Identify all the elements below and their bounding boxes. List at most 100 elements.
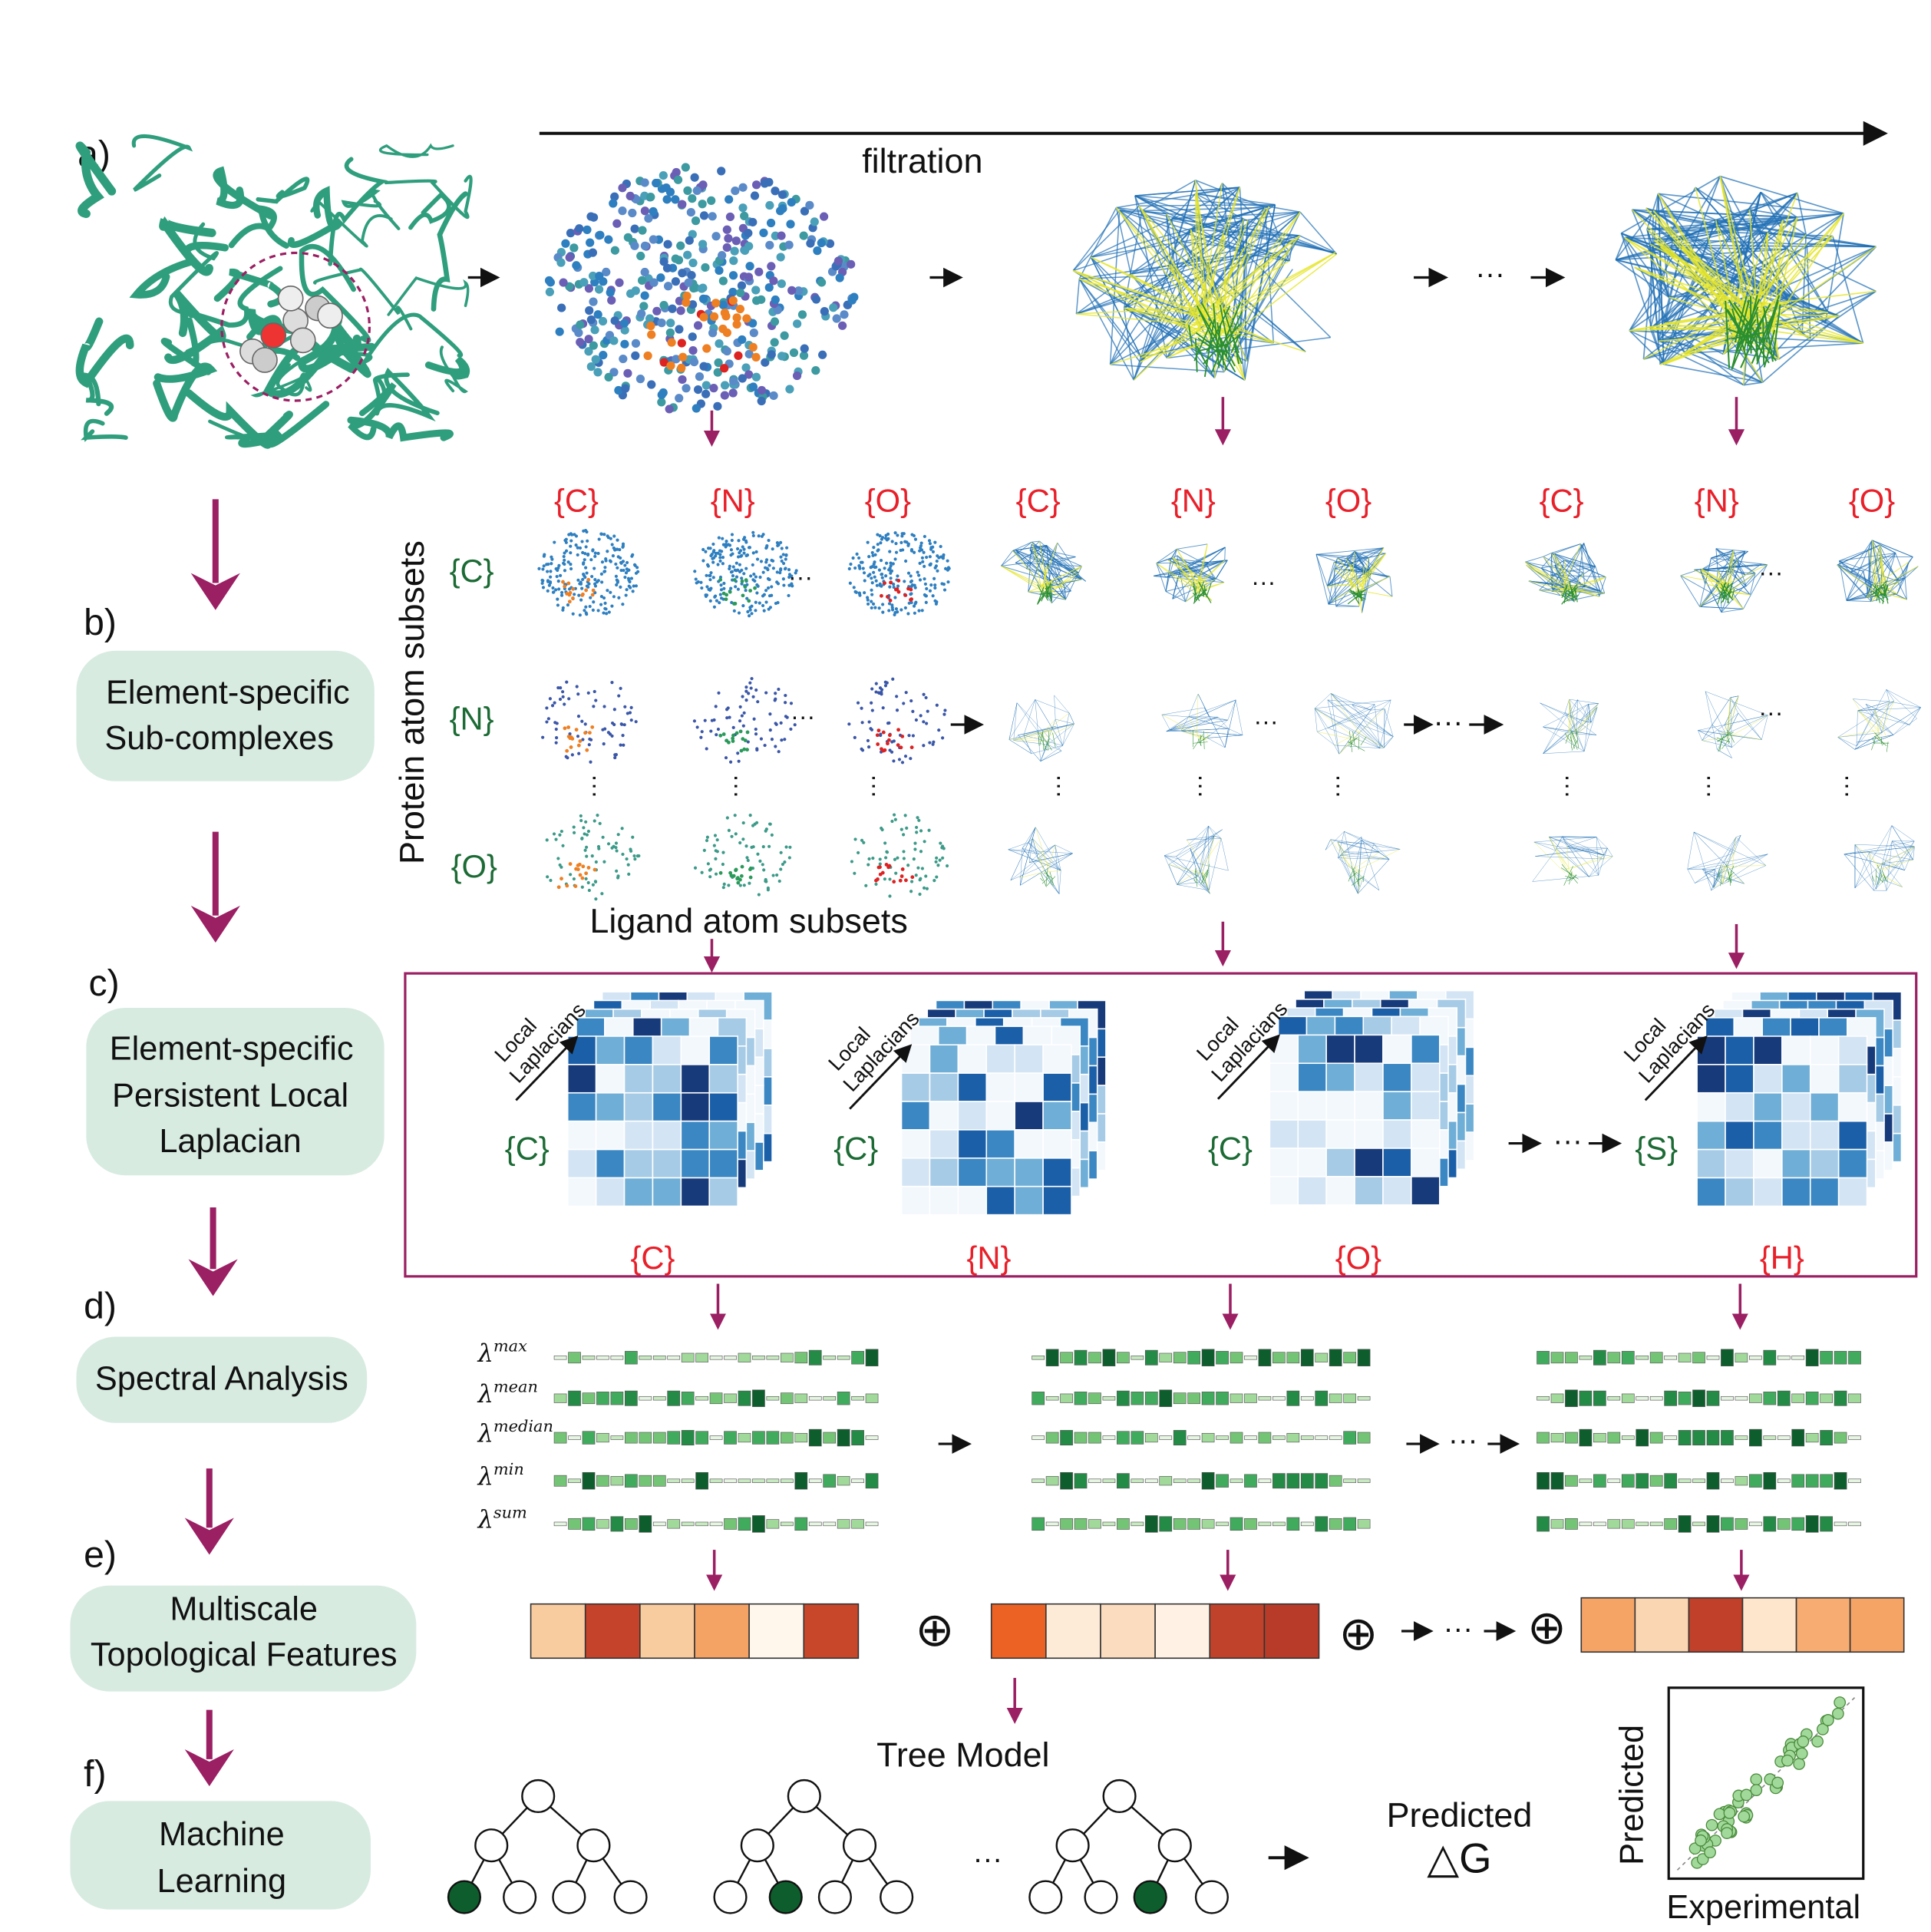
- ligand-edge: [1874, 732, 1884, 744]
- spectral-bar: [1258, 1395, 1272, 1401]
- network-edge: [1185, 570, 1197, 603]
- atom-point-cloud: [544, 163, 859, 414]
- spectral-bar: [780, 1478, 794, 1483]
- matrix-cell: [680, 1120, 711, 1151]
- spectral-bar: [1329, 1435, 1342, 1440]
- spectral-bar: [808, 1395, 822, 1401]
- network-edge: [1737, 559, 1740, 566]
- atom-point: [884, 533, 888, 537]
- ligand-point: [722, 328, 731, 338]
- matrix-cell: [1014, 1129, 1044, 1159]
- atom-point: [933, 583, 937, 587]
- atom-point: [699, 211, 709, 220]
- ligand-point: [742, 747, 747, 751]
- atom-point: [612, 708, 616, 712]
- matrix-cell: [1781, 1064, 1811, 1094]
- atom-point: [602, 533, 606, 537]
- atom-point: [540, 581, 544, 586]
- ligand-point: [568, 736, 573, 741]
- atom-point: [701, 547, 705, 552]
- ligand-point: [578, 739, 583, 743]
- network-edge: [1328, 704, 1375, 728]
- ligand-edge: [1755, 335, 1758, 362]
- spectral-bar: [808, 1428, 822, 1447]
- ligand-edge: [1035, 827, 1051, 875]
- ribbon-segment: [160, 317, 212, 375]
- network-edge: [1344, 831, 1358, 894]
- atom-point: [866, 596, 870, 599]
- atom-point: [881, 610, 885, 614]
- atom-point: [683, 186, 692, 195]
- ligand-edge: [1201, 302, 1236, 367]
- ligand-edge: [1360, 590, 1362, 602]
- atom-point: [767, 350, 776, 359]
- atom-point: [871, 602, 876, 606]
- ligand-point: [899, 745, 903, 750]
- spectral-bar: [1244, 1474, 1257, 1488]
- spectral-bar: [766, 1356, 780, 1360]
- ligand-edge: [1883, 583, 1889, 604]
- atom-point: [752, 717, 756, 721]
- ligand-edge: [1549, 837, 1568, 870]
- atom-point: [624, 571, 629, 575]
- atom-point: [919, 548, 924, 552]
- atom-point: [722, 882, 726, 886]
- atom-point: [735, 547, 740, 551]
- atom-point: [744, 229, 753, 238]
- ligand-point: [561, 580, 565, 584]
- atom-point: [737, 539, 741, 543]
- atom-point: [870, 588, 873, 592]
- atom-point: [629, 576, 634, 580]
- lambda-label: λmin: [477, 1460, 524, 1491]
- network-edge: [1055, 844, 1061, 871]
- network-edge: [1330, 693, 1394, 737]
- spectral-bar: [1201, 1432, 1215, 1443]
- atom-point: [928, 542, 932, 546]
- network-edge: [1562, 836, 1605, 856]
- lambda-stat: max: [493, 1337, 527, 1356]
- ligand-edge: [1203, 322, 1243, 365]
- network-edge: [1161, 715, 1170, 731]
- atom-point: [718, 601, 721, 605]
- network-edge: [1543, 726, 1585, 752]
- atom-point: [931, 594, 935, 598]
- ligand-edge: [1073, 269, 1205, 314]
- spectral-bar: [851, 1351, 864, 1365]
- ligand-point: [743, 585, 748, 589]
- network-edge: [1330, 693, 1340, 755]
- spectral-bar: [667, 1478, 681, 1483]
- atom-point: [900, 761, 905, 765]
- spectral-bar: [1820, 1351, 1833, 1365]
- network-edge: [1166, 699, 1236, 732]
- ligand-edge: [1347, 590, 1365, 605]
- network-edge: [1134, 195, 1140, 206]
- ligand-edge: [1875, 589, 1877, 596]
- atom-point: [586, 691, 590, 695]
- ligand-edge: [1193, 239, 1294, 327]
- network-edge: [1344, 831, 1375, 844]
- atom-point: [704, 550, 708, 553]
- network-edge: [1570, 704, 1589, 718]
- ligand-edge: [1352, 731, 1355, 745]
- network-edge: [1214, 835, 1222, 839]
- atom-point: [941, 554, 946, 558]
- atom-point: [878, 686, 883, 690]
- atom-point: [742, 572, 746, 576]
- spectral-bar: [709, 1356, 723, 1360]
- atom-point: [736, 555, 741, 559]
- atom-point: [744, 349, 754, 358]
- ligand-point: [566, 725, 571, 729]
- ligand-point: [571, 596, 575, 600]
- spectral-bar: [1102, 1395, 1116, 1401]
- spectral-bar: [709, 1392, 723, 1405]
- network-edge: [1330, 839, 1358, 894]
- atom-point: [923, 593, 926, 597]
- ligand-edge: [1654, 239, 1743, 302]
- atom-point: [888, 585, 892, 589]
- ligand-edge: [1725, 864, 1731, 883]
- atom-point: [606, 842, 611, 846]
- atom-point: [708, 867, 713, 871]
- spectral-bar: [1201, 1349, 1215, 1366]
- matrix-cell: [1269, 1148, 1299, 1177]
- spectral-bar: [1144, 1349, 1158, 1366]
